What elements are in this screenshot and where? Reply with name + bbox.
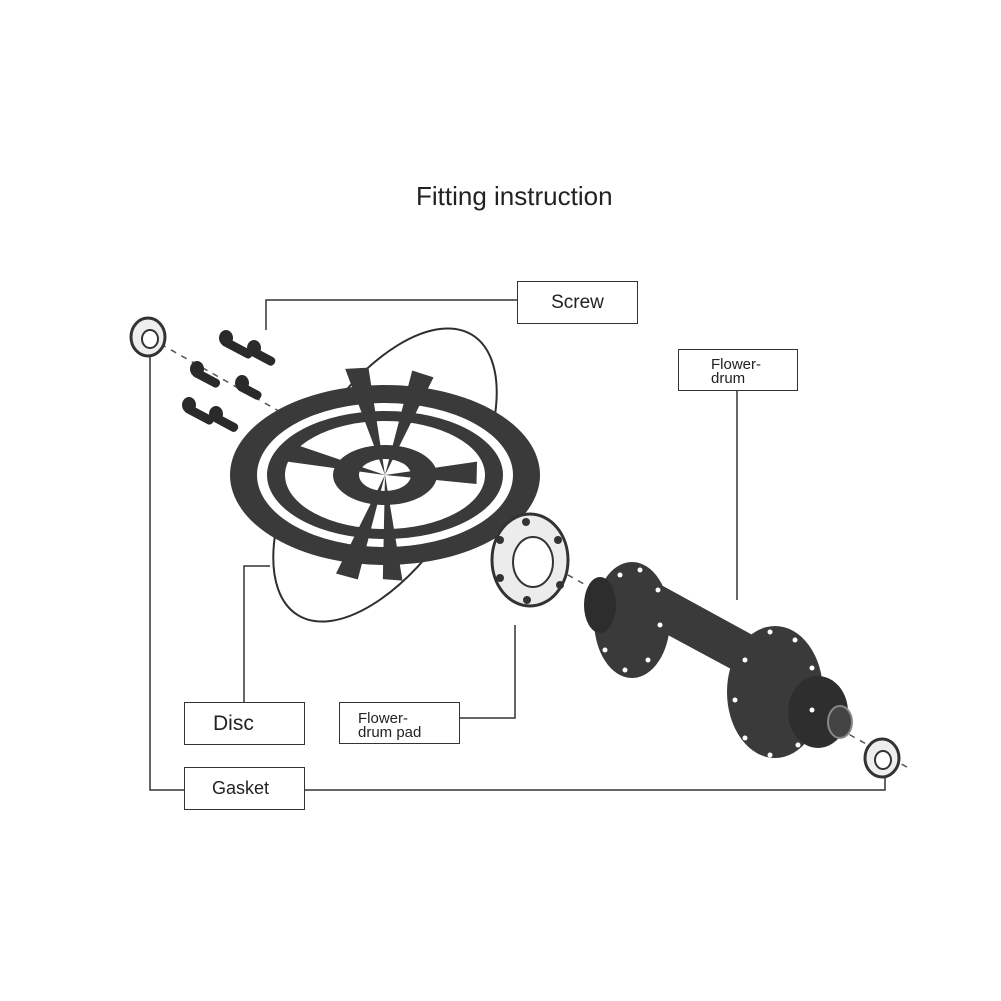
gasket-leader-left xyxy=(149,355,184,791)
label-disc-text: Disc xyxy=(213,711,254,735)
disc-leader xyxy=(243,565,270,702)
label-flower-drum-line1: Flower- xyxy=(711,356,762,373)
label-flower-drum-pad-line2: drum pad xyxy=(358,724,422,741)
label-flower-drum: Flower- drum xyxy=(678,349,798,391)
screw-4 xyxy=(235,375,262,400)
label-screw: Screw xyxy=(517,281,638,324)
label-gasket: Gasket xyxy=(184,767,305,810)
label-disc: Disc xyxy=(184,702,305,745)
label-screw-text: Screw xyxy=(551,291,604,313)
gasket-leader-right xyxy=(305,770,886,791)
label-flower-drum-pad-line1: Flower- xyxy=(358,710,409,727)
flower-drum-pad xyxy=(490,512,570,608)
screw-2 xyxy=(247,340,276,366)
screw-1 xyxy=(219,330,253,359)
gasket-left xyxy=(129,316,167,358)
flower-drum-hub xyxy=(584,562,853,758)
diagram-title: Fitting instruction xyxy=(416,180,613,211)
screw-6 xyxy=(209,406,239,432)
label-flower-drum-pad: Flower- drum pad xyxy=(339,702,460,744)
gasket-right xyxy=(863,737,901,779)
screw-3 xyxy=(190,361,221,388)
pad-leader xyxy=(460,625,516,719)
label-flower-drum-line2: drum xyxy=(711,370,746,387)
label-gasket-text: Gasket xyxy=(212,778,270,798)
screws xyxy=(182,330,276,432)
screw-leader xyxy=(265,299,517,330)
screw-5 xyxy=(182,397,214,425)
disc-rotor xyxy=(230,327,540,623)
